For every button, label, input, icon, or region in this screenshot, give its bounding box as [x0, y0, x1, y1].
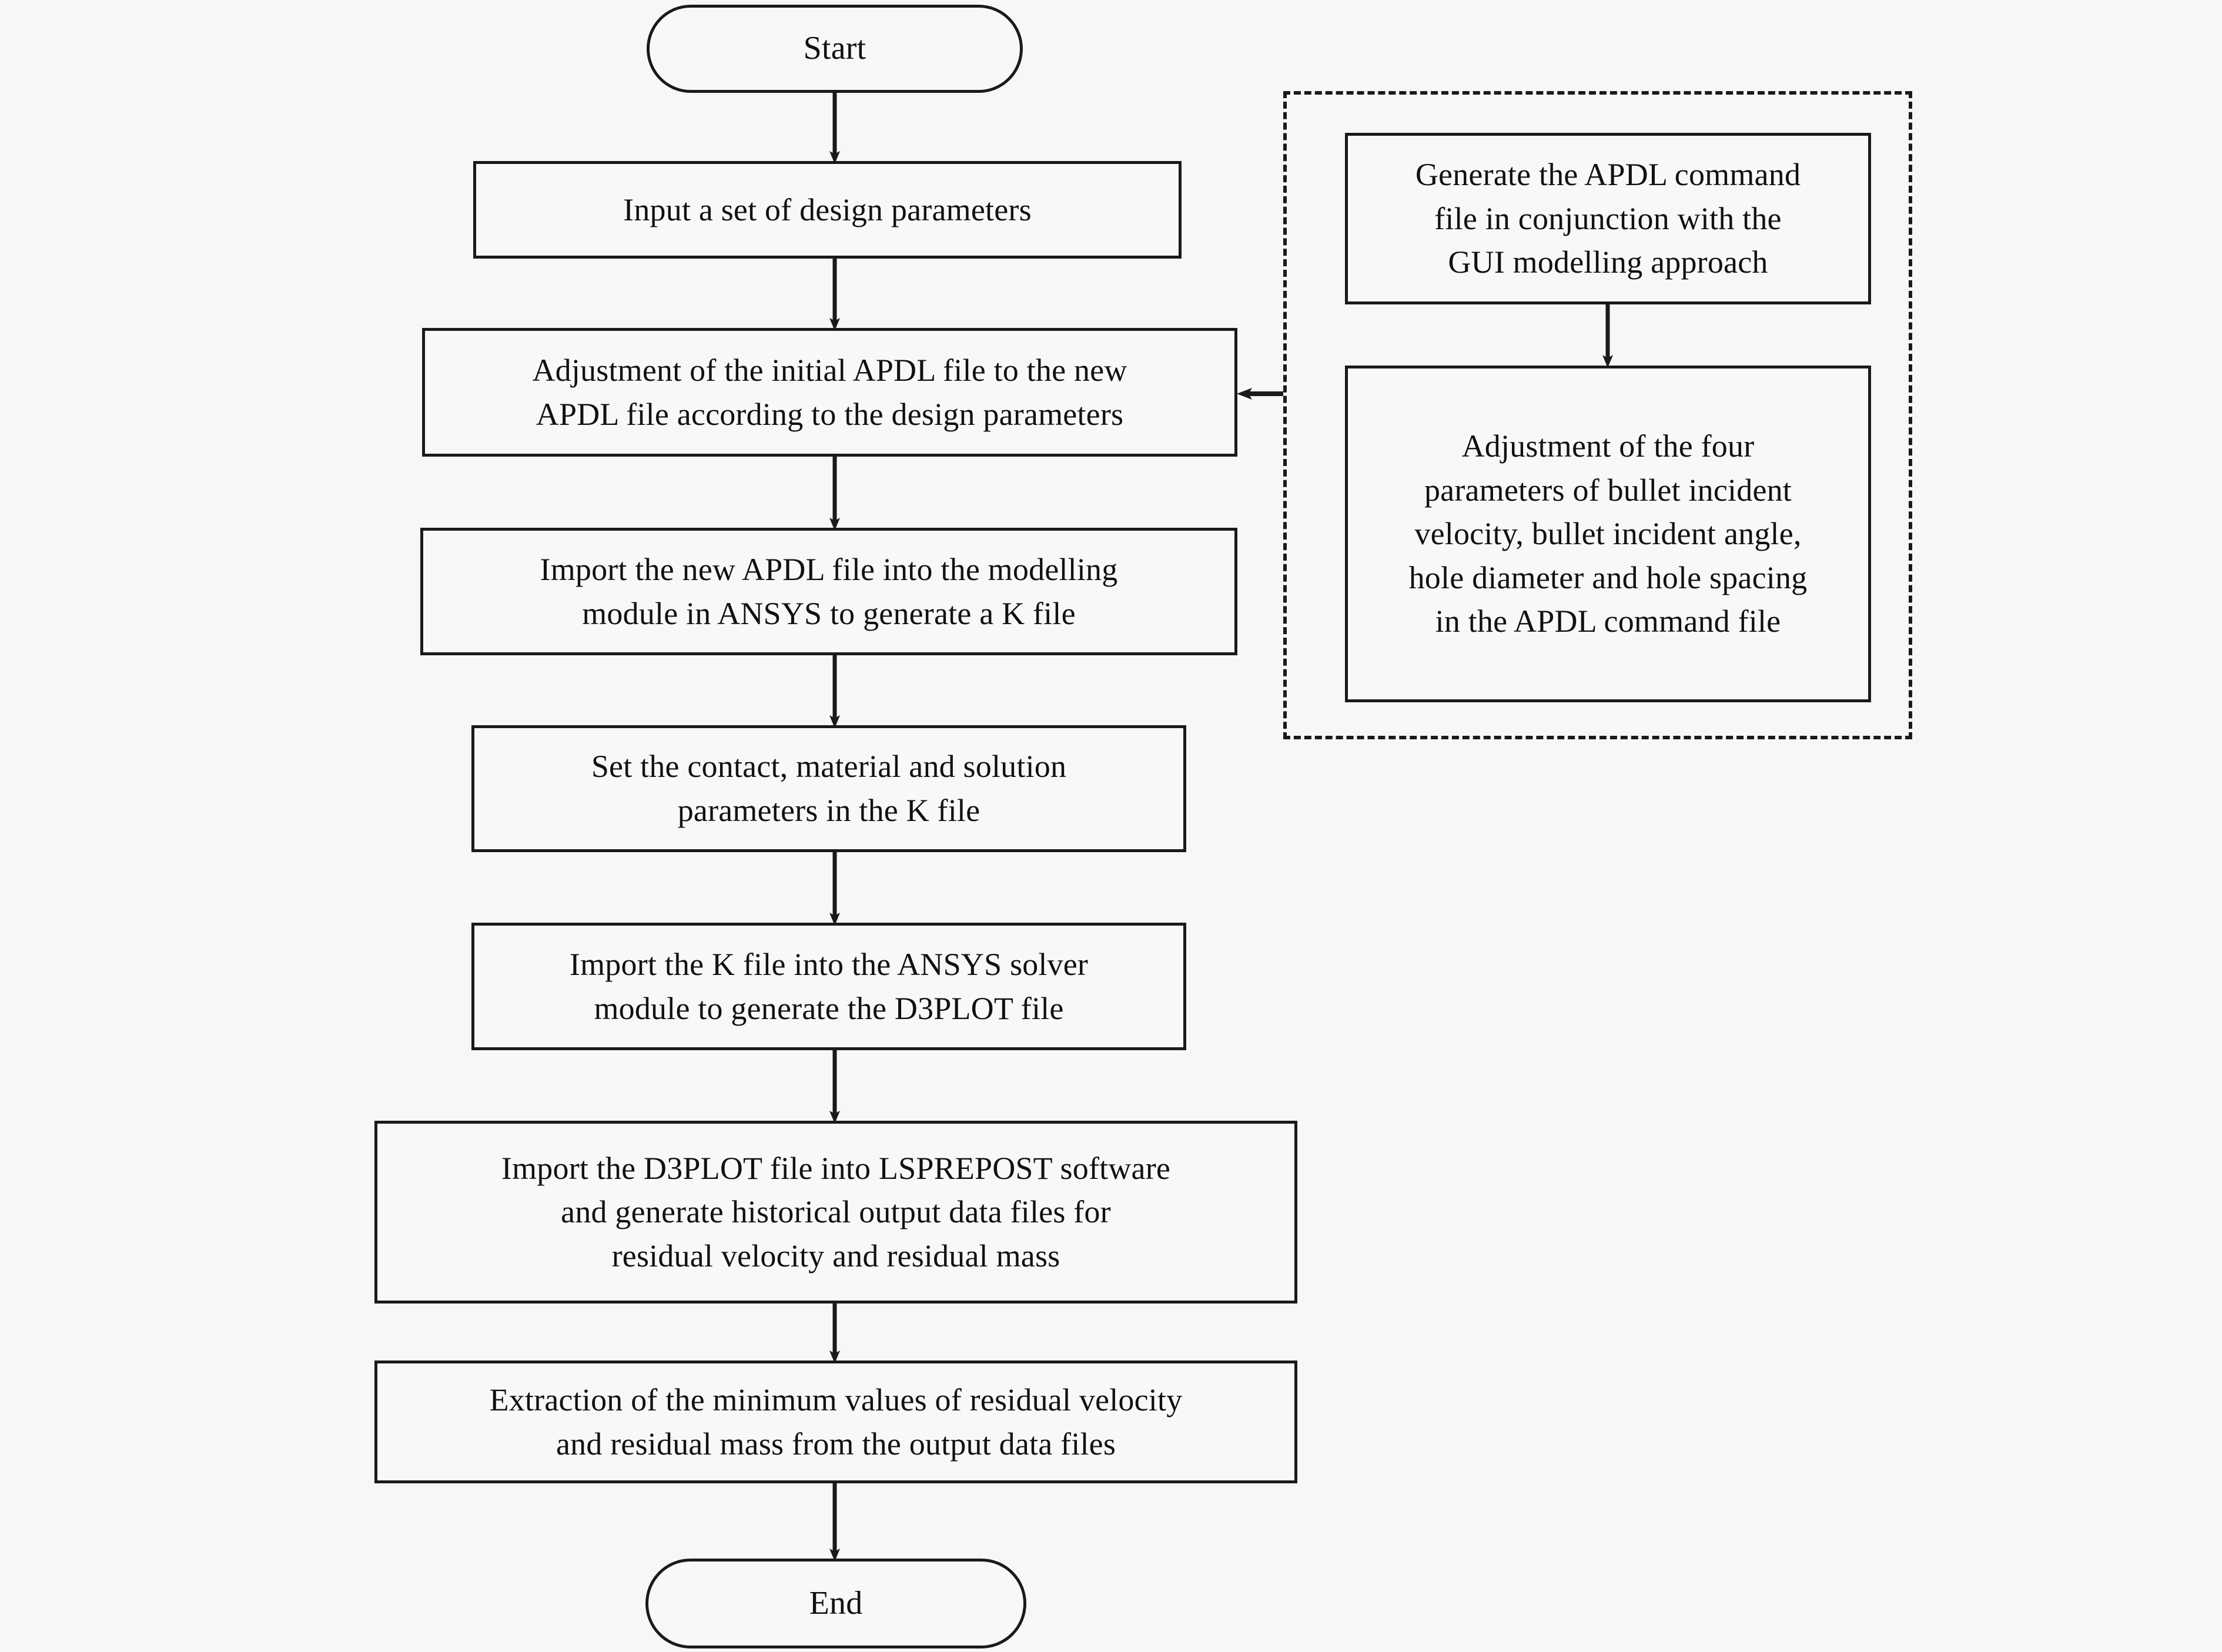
node-set-contact-material-solution-label: Set the contact, material and solution p…: [591, 749, 1067, 828]
node-set-contact-material-solution[interactable]: Set the contact, material and solution p…: [471, 725, 1186, 852]
sub-flow-dashed-group: [1283, 91, 1912, 739]
node-adjust-apdl-file[interactable]: Adjustment of the initial APDL file to t…: [422, 328, 1237, 457]
node-import-apdl-modelling[interactable]: Import the new APDL file into the modell…: [420, 528, 1237, 655]
node-adjust-four-parameters[interactable]: Adjustment of the four parameters of bul…: [1345, 366, 1871, 702]
node-extract-minimum-values[interactable]: Extraction of the minimum values of resi…: [374, 1361, 1297, 1483]
node-generate-apdl-command-file-label: Generate the APDL command file in conjun…: [1415, 157, 1801, 280]
node-end-label: End: [809, 1584, 863, 1621]
node-start[interactable]: Start: [647, 5, 1023, 93]
node-import-apdl-modelling-label: Import the new APDL file into the modell…: [540, 551, 1118, 631]
node-import-k-solver-label: Import the K file into the ANSYS solver …: [569, 946, 1089, 1026]
node-generate-apdl-command-file[interactable]: Generate the APDL command file in conjun…: [1345, 133, 1871, 304]
node-import-d3plot-lsprepost[interactable]: Import the D3PLOT file into LSPREPOST so…: [374, 1121, 1297, 1303]
node-input-parameters-label: Input a set of design parameters: [623, 192, 1032, 227]
node-end[interactable]: End: [645, 1559, 1026, 1648]
node-import-d3plot-lsprepost-label: Import the D3PLOT file into LSPREPOST so…: [501, 1150, 1171, 1274]
node-input-parameters[interactable]: Input a set of design parameters: [473, 161, 1182, 259]
node-adjust-apdl-file-label: Adjustment of the initial APDL file to t…: [532, 352, 1127, 432]
node-adjust-four-parameters-label: Adjustment of the four parameters of bul…: [1408, 428, 1808, 639]
node-import-k-solver[interactable]: Import the K file into the ANSYS solver …: [471, 923, 1186, 1050]
node-start-label: Start: [803, 30, 866, 67]
node-extract-minimum-values-label: Extraction of the minimum values of resi…: [489, 1382, 1183, 1462]
